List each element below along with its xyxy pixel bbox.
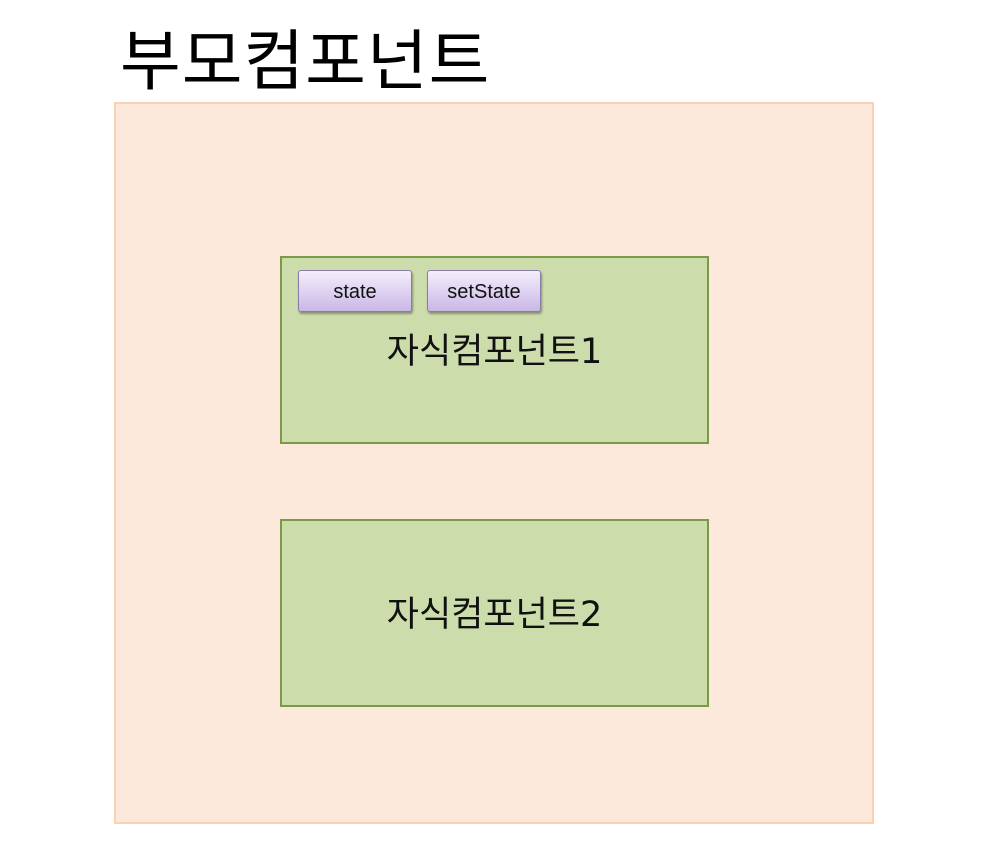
- child-component-2-label: 자식컴포넌트2: [386, 595, 603, 635]
- parent-component-title: 부모컴포넌트: [120, 23, 491, 100]
- state-tag[interactable]: state: [298, 270, 412, 312]
- setstate-tag[interactable]: setState: [427, 270, 541, 312]
- parent-component-box: [114, 102, 874, 824]
- child-component-1-label: 자식컴포넌트1: [386, 332, 603, 372]
- child-component-2-box: 자식컴포넌트2: [280, 519, 709, 707]
- child-component-1-box: state setState 자식컴포넌트1: [280, 256, 709, 444]
